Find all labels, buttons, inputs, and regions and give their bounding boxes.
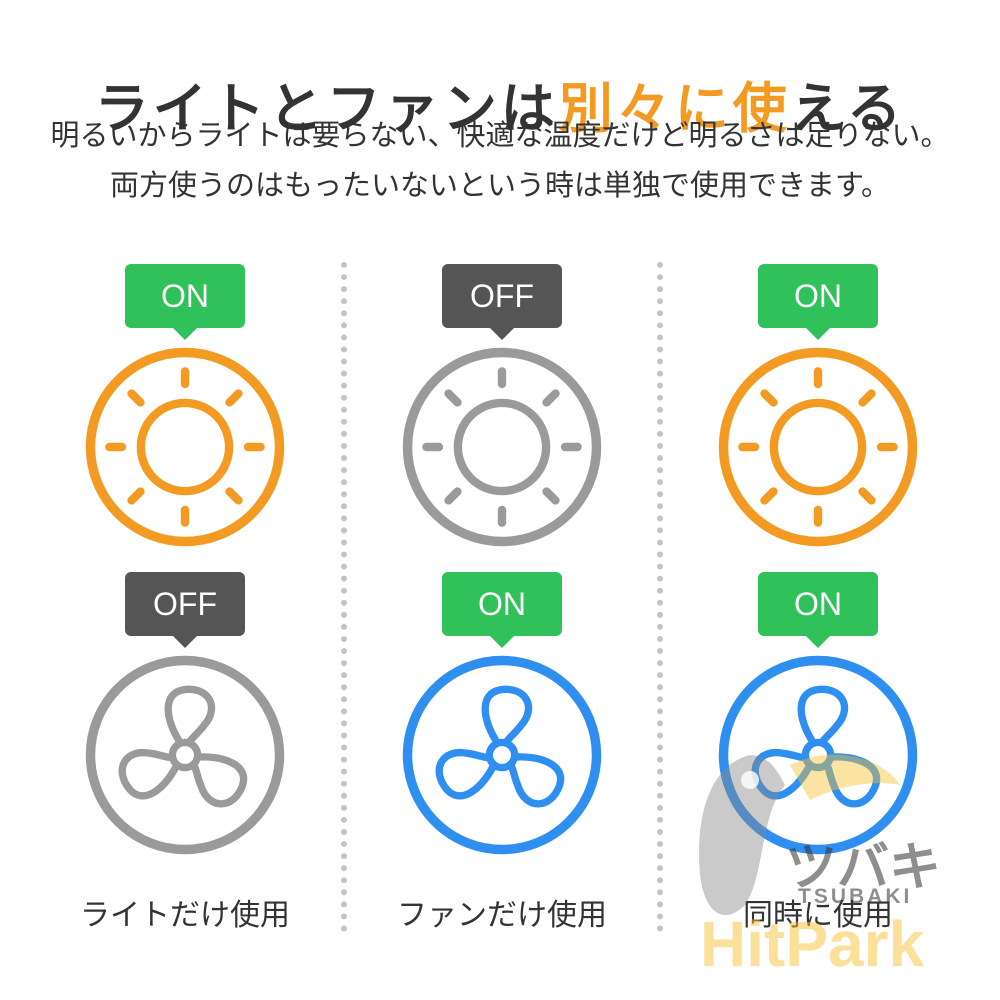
headline-part2: える — [790, 77, 906, 141]
fan-state-badge: OFF — [125, 572, 245, 648]
column-divider — [657, 262, 663, 932]
light-state-badge: ON — [125, 264, 245, 340]
column-divider — [341, 262, 347, 932]
headline: ライトとファンは別々に使える — [0, 64, 1000, 143]
mode-both: ON ON 同時に使用 — [713, 262, 923, 952]
mode-label: 同時に使用 — [743, 898, 893, 933]
mode-label: ライトだけ使用 — [80, 898, 290, 933]
description-line-1: 明るいからライトは要らない、快適な温度だけど明るさは足りない。 — [50, 118, 950, 152]
fan-icon — [402, 655, 602, 855]
headline-accent: 別々に使 — [558, 77, 791, 141]
mode-label: ファンだけ使用 — [397, 898, 607, 933]
fan-state-badge: ON — [758, 572, 878, 648]
sun-icon — [718, 347, 918, 547]
headline-part1: ライトとファンは — [94, 77, 559, 141]
fan-state-badge: ON — [442, 572, 562, 648]
sun-icon — [402, 347, 602, 547]
sun-icon — [85, 347, 285, 547]
mode-light-only: ON OFF ライトだけ使用 — [80, 262, 290, 952]
fan-icon — [85, 655, 285, 855]
fan-icon — [718, 655, 918, 855]
description-line-2: 両方使うのはもったいないという時は単独で使用できます。 — [109, 168, 891, 202]
light-state-badge: ON — [758, 264, 878, 340]
light-state-badge: OFF — [442, 264, 562, 340]
mode-fan-only: OFF ON ファンだけ使用 — [397, 262, 607, 952]
